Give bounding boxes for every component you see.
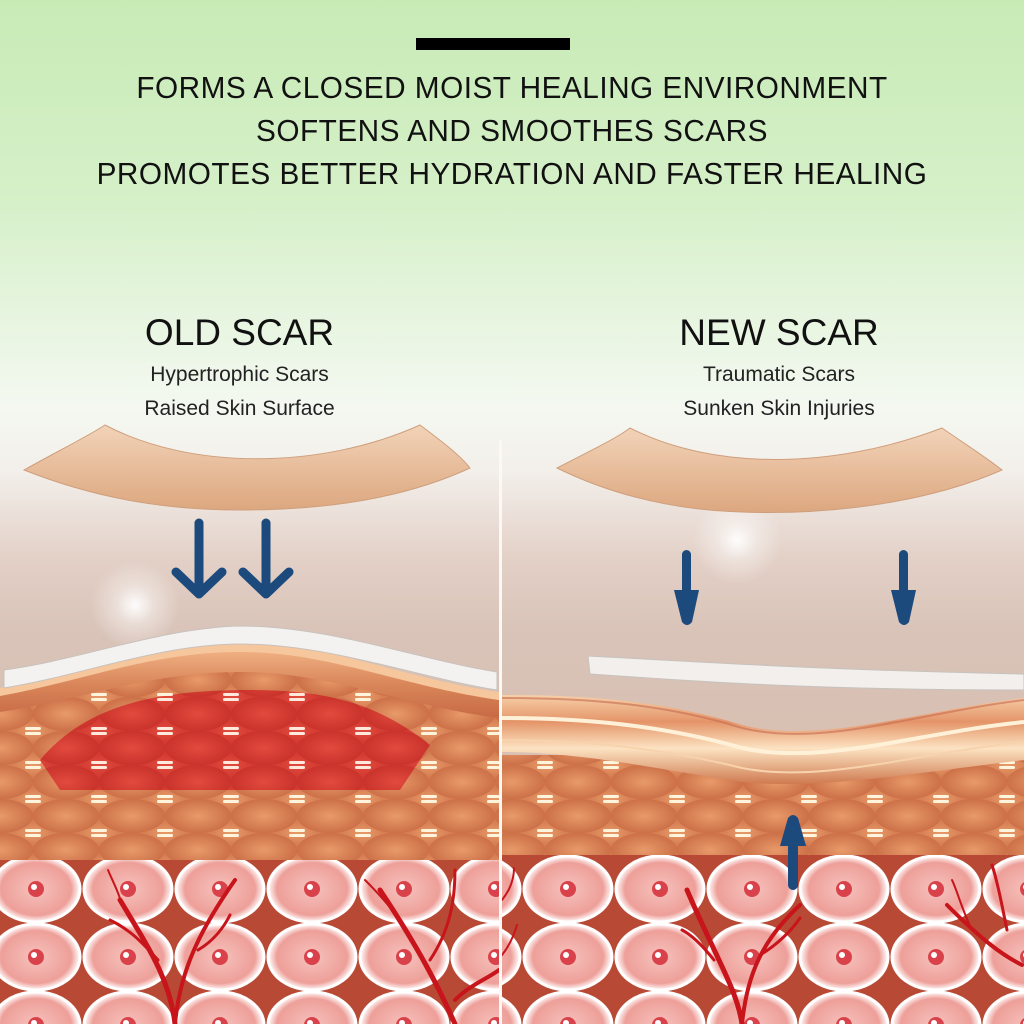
- old-scar-illustration: [0, 424, 499, 1024]
- new-scar-panel: NEW SCAR Traumatic Scars Sunken Skin Inj…: [502, 0, 1024, 1024]
- new-scar-subtitle-1: Traumatic Scars: [702, 363, 856, 386]
- old-scar-title: OLD SCAR: [144, 312, 335, 353]
- header-accent-bar: [416, 38, 570, 50]
- blood-vessel: [502, 863, 1024, 1024]
- arrow-down-icon: [674, 550, 699, 625]
- silicone-gel-layer: [3, 625, 498, 691]
- old-scar-subtitle-2: Raised Skin Surface: [144, 397, 335, 420]
- arrow-down-icon: [891, 550, 916, 625]
- panel-divider: [499, 440, 502, 1024]
- headline-line-1: FORMS A CLOSED MOIST HEALING ENVIRONMENT: [136, 70, 888, 105]
- arrow-down-icon: [238, 518, 294, 599]
- new-scar-subtitle-2: Sunken Skin Injuries: [683, 397, 875, 420]
- old-scar-subtitle-1: Hypertrophic Scars: [150, 363, 329, 386]
- silicone-gel-sheet: [22, 424, 471, 511]
- blood-vessel: [107, 868, 499, 1024]
- headline-line-2: SOFTENS AND SMOOTHES SCARS: [256, 113, 768, 148]
- arrow-up-icon: [780, 815, 806, 890]
- silicone-gel-sheet: [555, 427, 1003, 513]
- arrow-down-icon: [171, 518, 227, 599]
- new-scar-illustration: [502, 427, 1024, 1024]
- new-scar-title: NEW SCAR: [679, 312, 879, 353]
- silicone-gel-layer: [587, 655, 1024, 691]
- headline-line-3: PROMOTES BETTER HYDRATION AND FASTER HEA…: [96, 156, 928, 191]
- old-scar-panel: OLD SCAR Hypertrophic Scars Raised Skin …: [0, 0, 499, 1024]
